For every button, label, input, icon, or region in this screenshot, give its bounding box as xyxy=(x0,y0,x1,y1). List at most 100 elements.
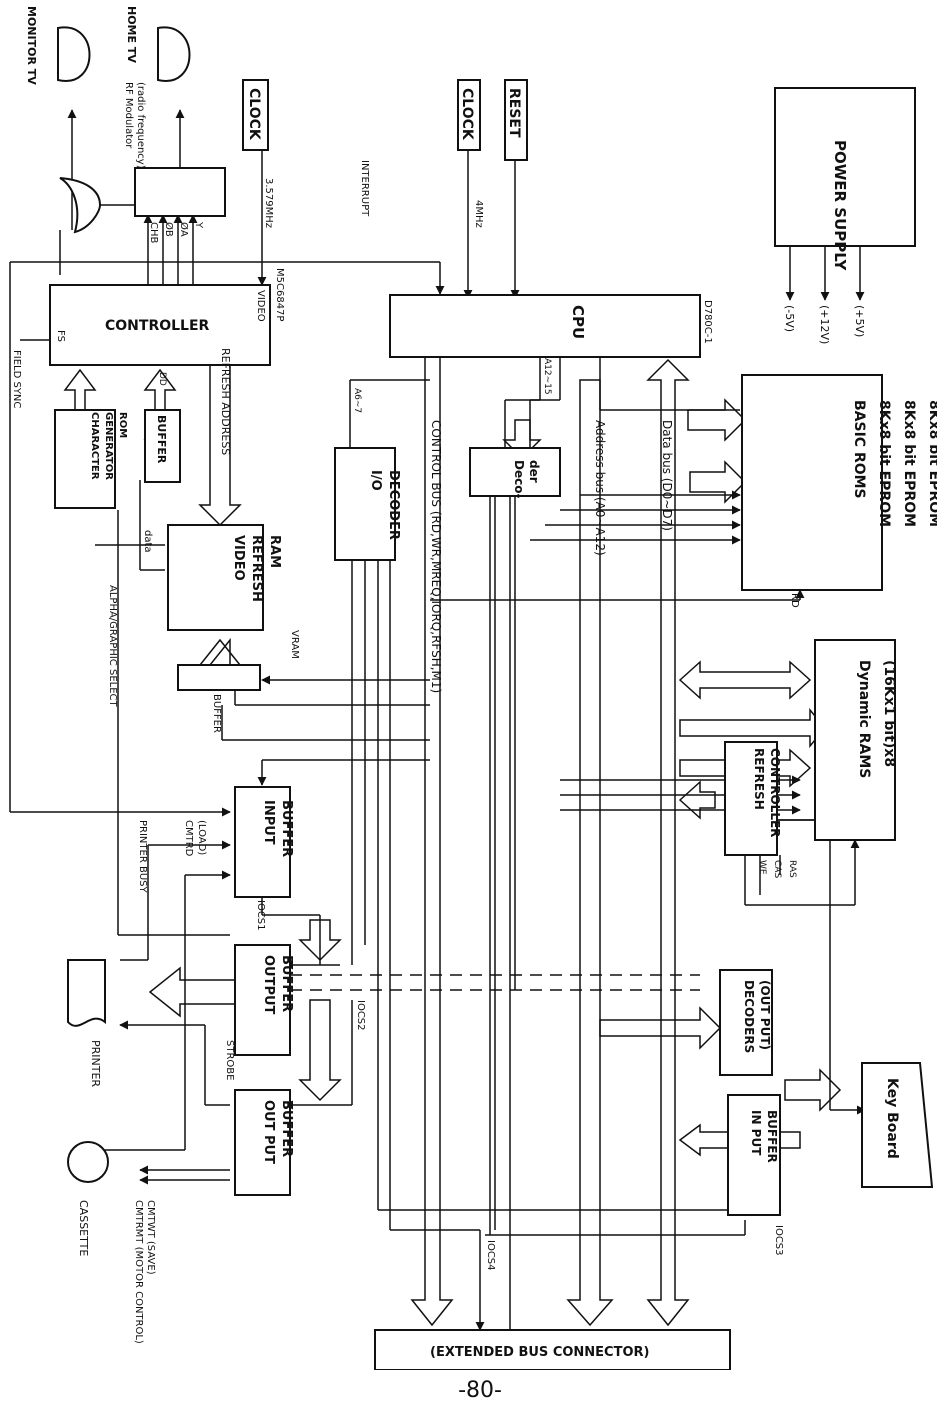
svg-text:CHARACTER: CHARACTER xyxy=(89,412,100,480)
control-bus xyxy=(410,355,454,1327)
or-gate xyxy=(59,177,102,234)
svg-text:Dynamic RAMS: Dynamic RAMS xyxy=(856,660,872,778)
basic-roms-label: BASIC ROMS 8Kx8 bit EPROM 8Kx8 bit EPROM… xyxy=(851,400,937,527)
svg-text:ROM: ROM xyxy=(117,412,128,438)
a6-a7-label: A6~7 xyxy=(352,388,362,413)
chb-label: CHB xyxy=(148,222,159,244)
video-signal-label: VIDEO xyxy=(255,290,266,322)
bus-arrows xyxy=(63,339,842,1327)
interrupt-label: INTERRUPT xyxy=(359,160,370,217)
data-bus-label: Data bus (D0~D7) xyxy=(660,420,674,531)
output-buffer-2-label: OUT PUT BUFFER xyxy=(261,1100,294,1164)
buffer-upper-label: BUFFER xyxy=(155,415,168,464)
cassette-symbol xyxy=(67,1141,109,1183)
cas-label: CAS xyxy=(772,860,782,878)
svg-text:I/O: I/O xyxy=(368,470,383,491)
svg-text:DECODERS: DECODERS xyxy=(742,980,756,1053)
dd-label: DD xyxy=(157,372,167,386)
freq-3579-label: 3.579MHz xyxy=(263,178,274,228)
refresh-address-label: REFRESH ADDRESS xyxy=(219,348,232,455)
phi-b-label: ØB xyxy=(163,222,175,237)
cassette-label: CASSETTE xyxy=(77,1200,90,1256)
refresh-controller-label: REFRESH CONTROLLER xyxy=(752,748,782,837)
decoders-output-label: DECODERS (OUT PUT) xyxy=(742,980,772,1053)
cmtrd-label: CMTRD (LOAD) xyxy=(183,820,207,857)
home-tv-label: HOME TV xyxy=(125,6,138,63)
iocs4-label: IOCS4 xyxy=(485,1240,496,1271)
blocks xyxy=(49,26,934,1370)
phi-a-label: ØA xyxy=(178,222,190,237)
svg-text:8Kx8 bit EPROM: 8Kx8 bit EPROM xyxy=(876,400,892,527)
buffer-vram-label: BUFFER xyxy=(211,694,222,733)
strobe-label: STROBE xyxy=(224,1040,235,1080)
iocs3-label: IOCS3 xyxy=(773,1225,784,1256)
decoders-output-box xyxy=(719,969,773,1076)
cmtrmt-label: CMTRMT (MOTOR CONTROL) xyxy=(133,1200,144,1344)
svg-text:REFRESH: REFRESH xyxy=(249,535,264,602)
svg-text:BUFFER: BUFFER xyxy=(279,1100,294,1157)
extended-bus-box xyxy=(374,1329,731,1370)
data-label: data xyxy=(142,530,153,553)
input-buffer-label: INPUT BUFFER xyxy=(261,800,294,857)
decoder-box xyxy=(469,447,561,497)
cmtwt-label: CMTWT (SAVE) xyxy=(145,1200,156,1275)
char-gen-rom-box xyxy=(54,409,116,509)
refresh-controller-box xyxy=(724,741,778,856)
svg-text:DECODER: DECODER xyxy=(386,470,401,540)
svg-text:(OUT PUT): (OUT PUT) xyxy=(758,980,772,1050)
ras-label: RAS xyxy=(787,860,797,878)
reset-box xyxy=(504,79,528,161)
monitor-tv-label: MONITOR TV xyxy=(25,6,38,85)
svg-text:CMTRD: CMTRD xyxy=(183,820,194,857)
buffer-upper-box xyxy=(144,409,181,483)
y-signal-label: Y xyxy=(193,221,204,229)
home-tv-symbol xyxy=(157,26,191,82)
rd-label: RD xyxy=(789,593,800,608)
input-buffer-kb-label: IN PUT BUFFER xyxy=(749,1110,779,1163)
extended-bus-label: (EXTENDED BUS CONNECTOR) xyxy=(430,1345,649,1360)
data-bus xyxy=(646,358,690,1327)
cpu-part-label: D780C-1 xyxy=(702,300,713,344)
printer-symbol xyxy=(67,959,106,1027)
rf-modulator-box xyxy=(134,167,226,217)
video-refresh-ram-box xyxy=(167,524,264,631)
svg-text:INPUT: INPUT xyxy=(261,800,276,845)
alpha-graphic-label: ALPHA/GRAPHIC SELECT xyxy=(107,585,118,708)
svg-text:REFRESH: REFRESH xyxy=(752,748,766,810)
io-decoder-label: I/O DECODER xyxy=(368,470,401,540)
reset-label: RESET xyxy=(506,88,522,138)
svg-text:der: der xyxy=(527,460,541,483)
svg-text:IN PUT: IN PUT xyxy=(749,1110,763,1156)
output-buffer-1-label: OUTPUT BUFFER xyxy=(261,955,294,1015)
io-decoder-box xyxy=(334,447,396,561)
freq-4mhz-label: 4MHz xyxy=(473,200,484,228)
page-number: -80- xyxy=(458,1378,502,1403)
decoder-label: Deco- der xyxy=(512,460,541,498)
clock-video-box xyxy=(242,79,269,151)
power-supply-box xyxy=(774,87,916,247)
svg-text:BUFFER: BUFFER xyxy=(279,800,294,857)
iocs2-label: IOCS2 xyxy=(355,1000,366,1031)
iocs1-label: IOCS1 xyxy=(255,900,266,931)
output-buffer-1-box xyxy=(234,944,291,1056)
clock-cpu-label: CLOCK xyxy=(459,88,475,141)
cpu-label: CPU xyxy=(569,305,587,339)
svg-text:VIDEO: VIDEO xyxy=(231,535,246,581)
controller-part-label: M5C6847P xyxy=(274,268,285,321)
svg-text:8Kx8 bit EPROM: 8Kx8 bit EPROM xyxy=(901,400,917,527)
svg-text:OUTPUT: OUTPUT xyxy=(261,955,276,1015)
svg-text:BASIC ROMS: BASIC ROMS xyxy=(851,400,867,499)
vram-label: VRAM xyxy=(289,630,300,659)
cpu-box xyxy=(389,294,701,358)
controller-label: CONTROLLER xyxy=(105,318,210,334)
buffer-vram-box xyxy=(177,664,261,691)
v-plus12-label: (+12V) xyxy=(818,305,831,344)
svg-text:8Kx8 bit EPROM: 8Kx8 bit EPROM xyxy=(926,400,937,527)
power-supply-label: POWER SUPPLY xyxy=(831,140,849,272)
input-buffer-box xyxy=(234,786,291,898)
printer-label: PRINTER xyxy=(89,1040,102,1087)
fs-label: FS xyxy=(55,330,66,342)
keyboard-box xyxy=(861,1062,934,1188)
dynamic-rams-label: Dynamic RAMS (16Kx1 bit)x8 xyxy=(856,660,897,778)
svg-text:CONTROLLER: CONTROLLER xyxy=(768,748,782,837)
